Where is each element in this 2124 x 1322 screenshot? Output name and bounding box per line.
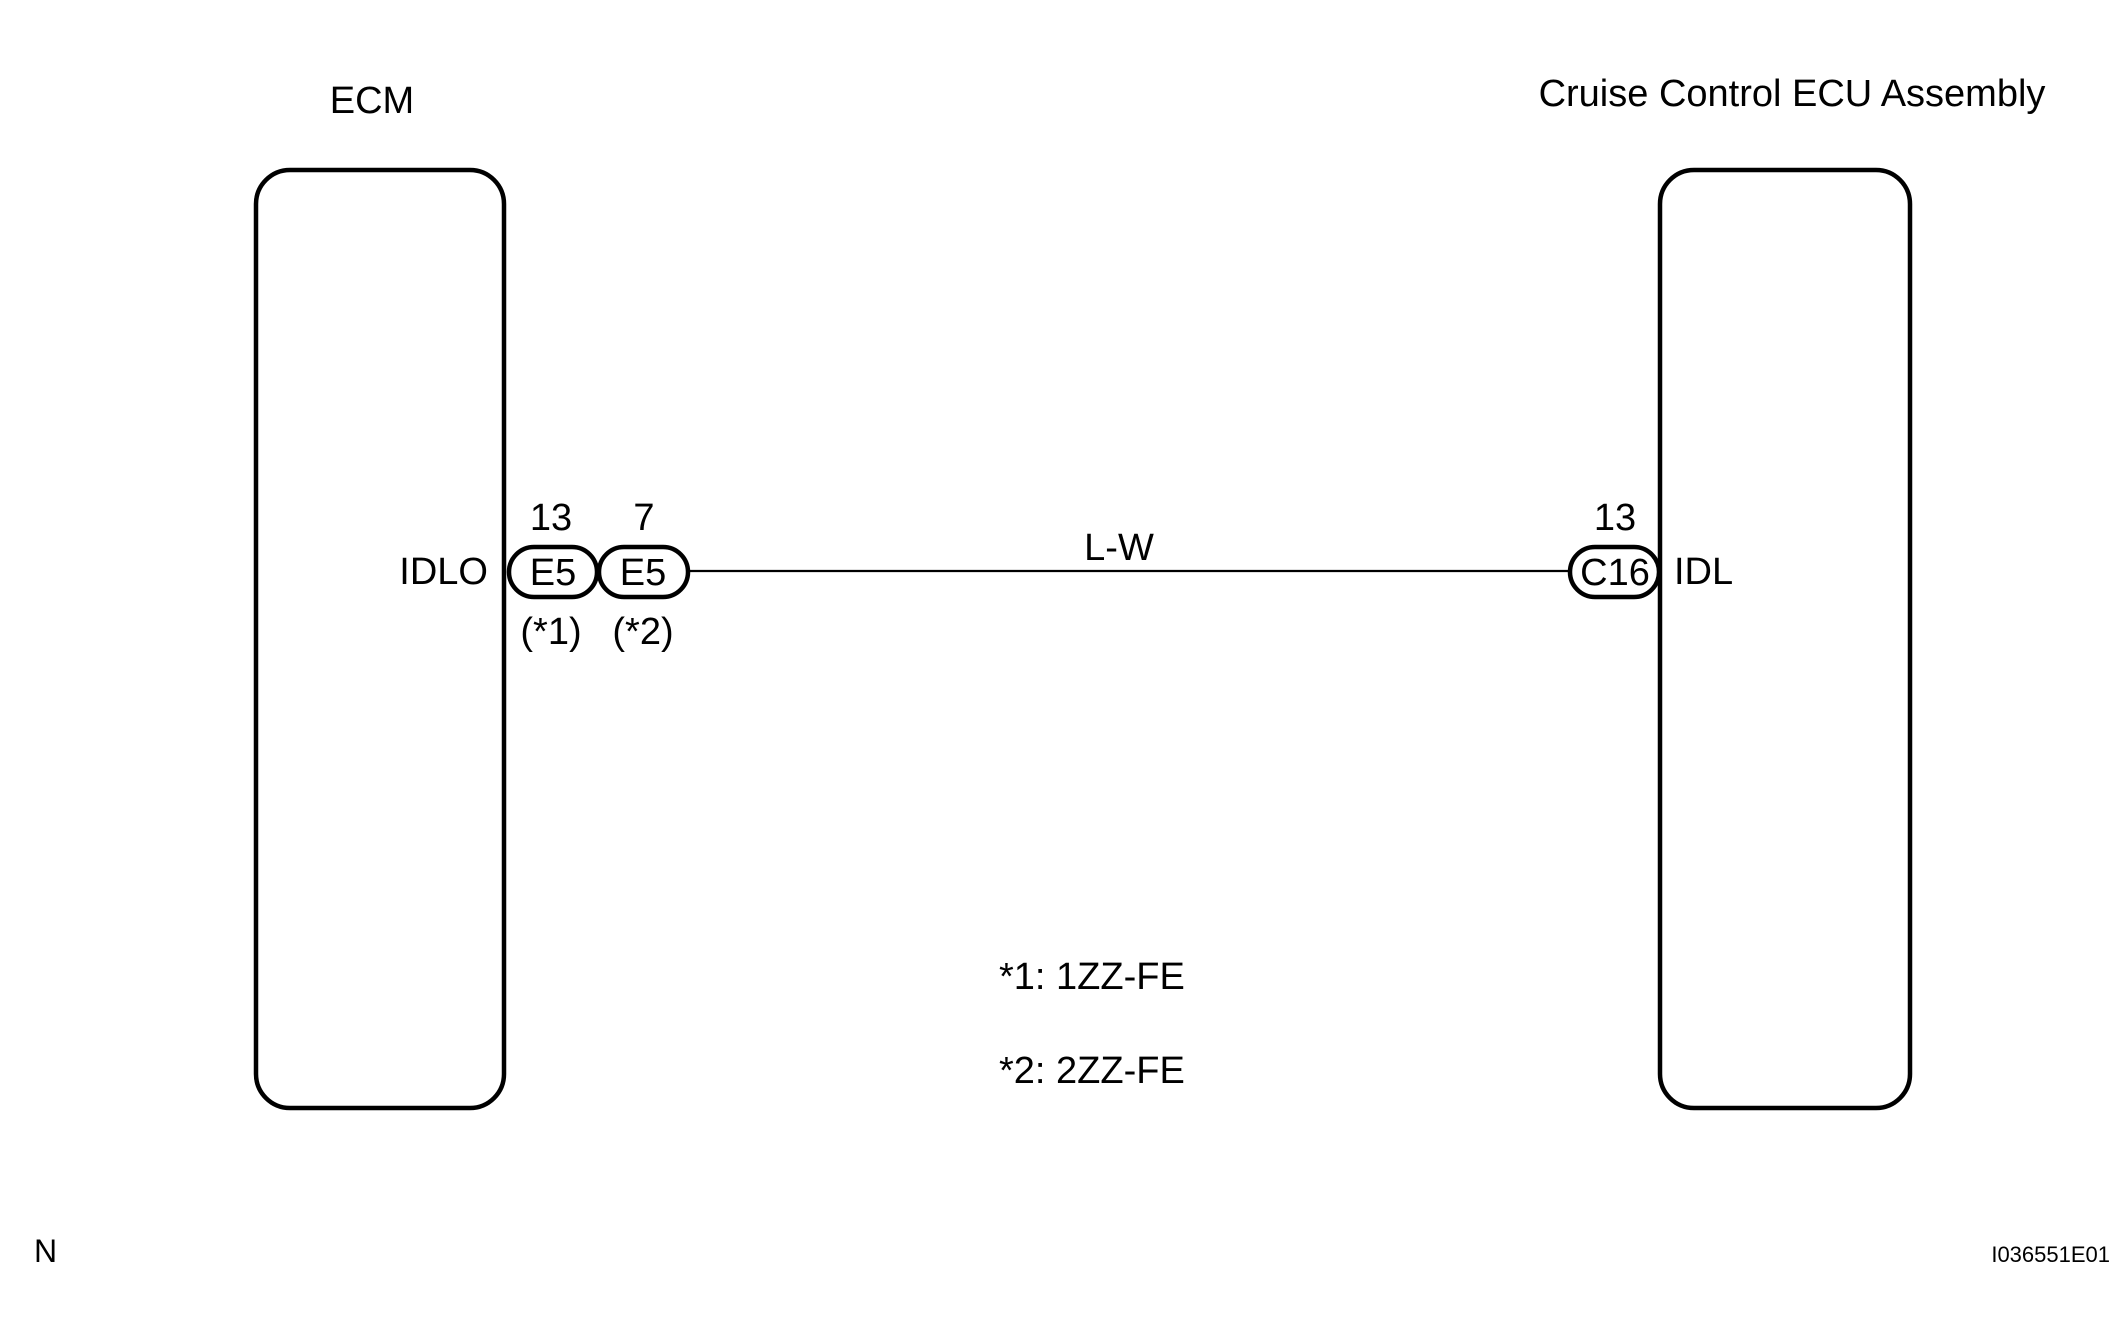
engine-note: *2: 2ZZ-FE (999, 1050, 1185, 1092)
connector-note: (*2) (612, 611, 673, 653)
connector-note: (*1) (520, 611, 581, 653)
ecm-terminal-name: IDLO (399, 551, 488, 593)
connector-code: C16 (1580, 552, 1650, 594)
connector-code: E5 (530, 552, 576, 594)
engine-note: *1: 1ZZ-FE (999, 956, 1185, 998)
cruise-ecu-box (1657, 167, 1913, 1111)
ecm-box (253, 167, 507, 1111)
connector-pin-number: 13 (1594, 497, 1636, 539)
figure-id: I036551E01 (1991, 1242, 2110, 1267)
connector-code: E5 (620, 552, 666, 594)
connector-pin-number: 13 (530, 497, 572, 539)
connector-pin-number: 7 (633, 497, 654, 539)
cruise-ecu-title: Cruise Control ECU Assembly (1539, 73, 2046, 115)
corner-mark: N (34, 1233, 57, 1269)
cruise-ecu-terminal-name: IDL (1674, 551, 1733, 593)
connector-c16 (1567, 544, 1662, 600)
wire-color-label: L-W (1084, 527, 1154, 569)
connector-e5-2zz (596, 544, 691, 600)
ecm-title: ECM (330, 80, 414, 122)
